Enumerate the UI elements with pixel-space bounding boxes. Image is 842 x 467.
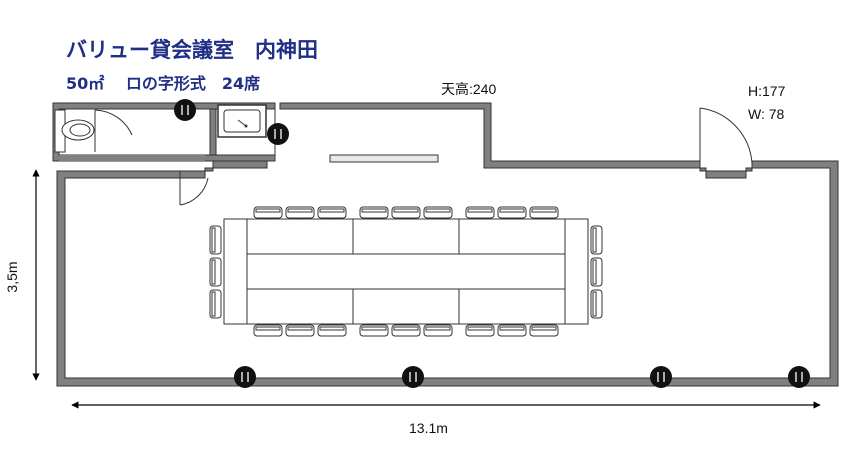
table bbox=[352, 218, 460, 255]
outlet-icon bbox=[234, 366, 256, 388]
chair bbox=[253, 206, 283, 219]
outlets bbox=[174, 99, 810, 388]
ceiling-height-label: 天高:240 bbox=[441, 81, 497, 97]
chair bbox=[465, 324, 495, 337]
outlet-icon bbox=[788, 366, 810, 388]
chairs bbox=[209, 206, 603, 337]
venue-title: バリュー貸会議室 内神田 bbox=[66, 38, 318, 62]
chair bbox=[465, 206, 495, 219]
width-dimension-label: 13.1m bbox=[409, 420, 448, 436]
whiteboard bbox=[329, 154, 439, 163]
chair bbox=[423, 206, 453, 219]
table bbox=[246, 253, 566, 290]
table bbox=[352, 288, 460, 325]
chair bbox=[285, 324, 315, 337]
chair bbox=[497, 324, 527, 337]
outlet-icon bbox=[174, 99, 196, 121]
chair bbox=[285, 206, 315, 219]
chair bbox=[391, 206, 421, 219]
table-layout bbox=[223, 218, 589, 325]
inner-door bbox=[179, 171, 209, 206]
room-spec: 50㎡ ロの字形式 24席 bbox=[66, 74, 261, 93]
toilet bbox=[54, 109, 95, 153]
chair bbox=[590, 225, 603, 255]
table bbox=[458, 288, 566, 325]
table bbox=[246, 288, 354, 325]
table bbox=[223, 218, 248, 325]
toilet-door bbox=[94, 109, 133, 152]
door-width-label: W: 78 bbox=[748, 106, 785, 122]
chair bbox=[209, 257, 222, 287]
table bbox=[246, 218, 354, 255]
chair bbox=[253, 324, 283, 337]
outlet-icon bbox=[402, 366, 424, 388]
chair bbox=[590, 289, 603, 319]
chair bbox=[590, 257, 603, 287]
door-height-label: H:177 bbox=[748, 83, 786, 99]
chair bbox=[359, 324, 389, 337]
chair bbox=[529, 324, 559, 337]
chair bbox=[317, 206, 347, 219]
chair bbox=[529, 206, 559, 219]
chair bbox=[359, 206, 389, 219]
table bbox=[458, 218, 566, 255]
entrance-door bbox=[699, 107, 753, 168]
chair bbox=[423, 324, 453, 337]
depth-dimension-label: 3,5m bbox=[4, 261, 20, 292]
outlet-icon bbox=[650, 366, 672, 388]
chair bbox=[209, 289, 222, 319]
sink bbox=[217, 104, 267, 138]
chair bbox=[391, 324, 421, 337]
chair bbox=[497, 206, 527, 219]
table bbox=[564, 218, 589, 325]
chair bbox=[209, 225, 222, 255]
chair bbox=[317, 324, 347, 337]
outlet-icon bbox=[267, 123, 289, 145]
